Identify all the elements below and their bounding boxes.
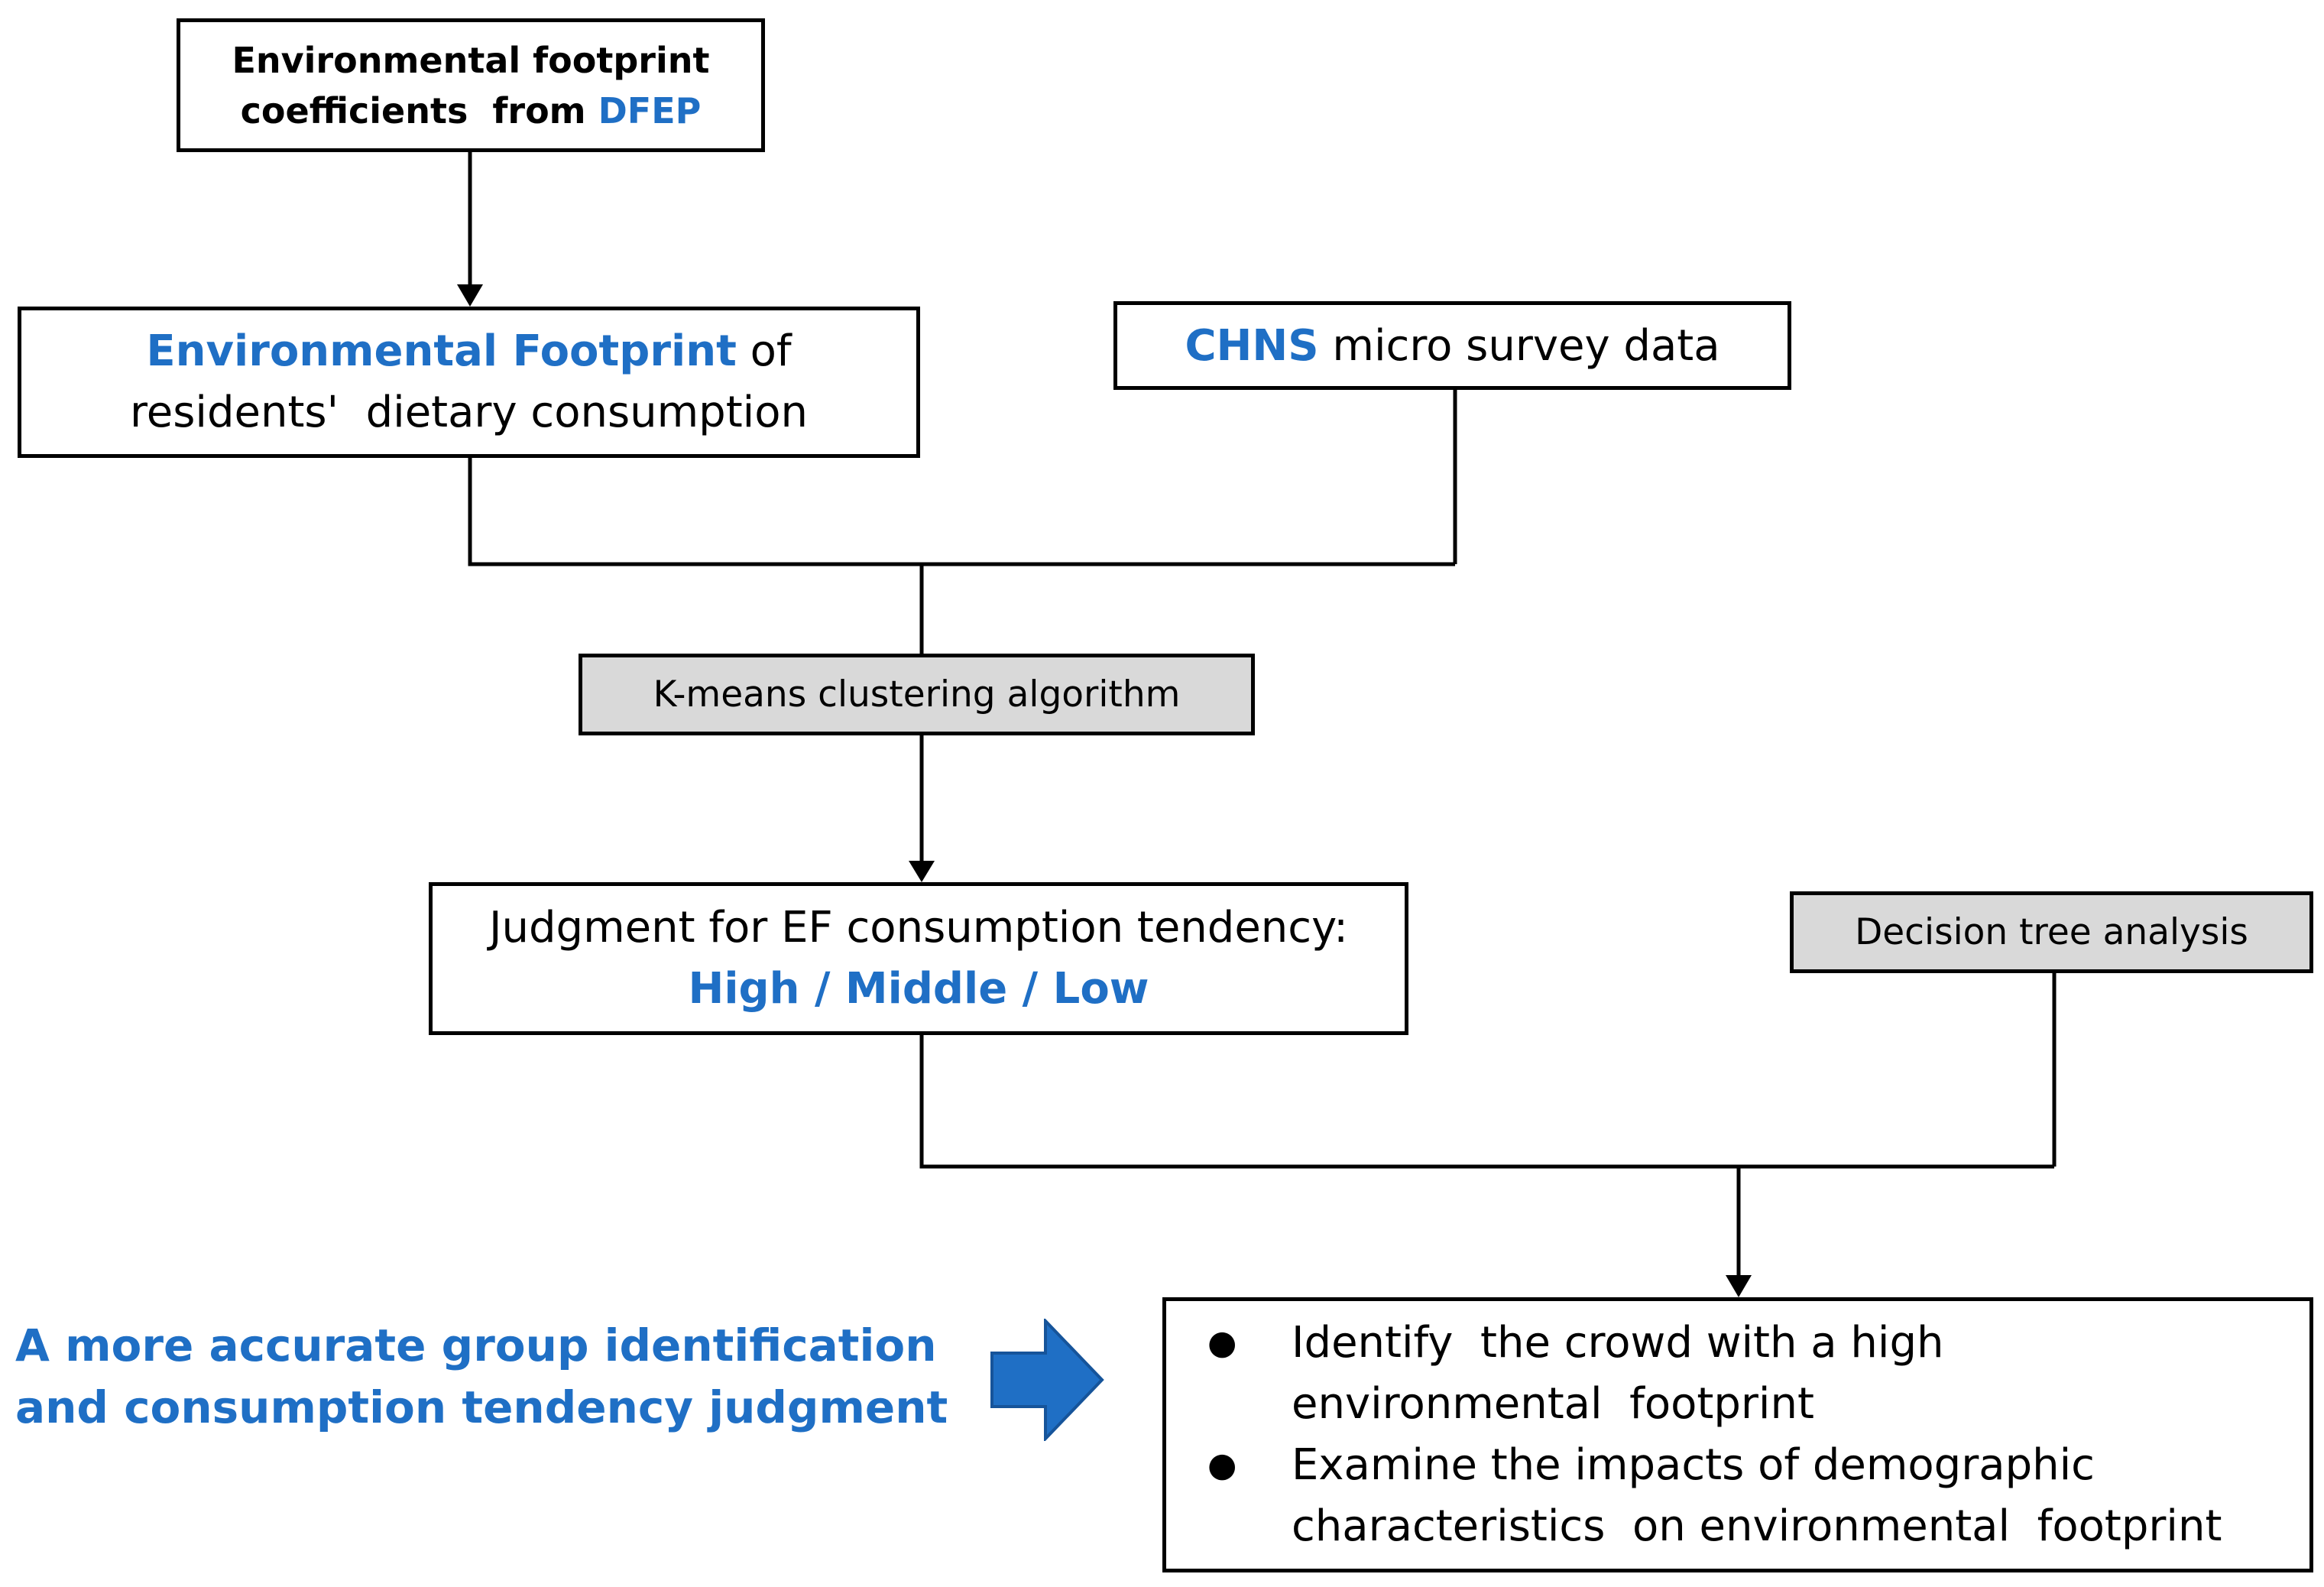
outcome-1-line1: Identify the crowd with a high [1292,1318,1944,1368]
judgment-line1: Judgment for EF consumption tendency: [488,903,1349,953]
node-chns-line: CHNS micro survey data [1185,321,1720,371]
conclusion-line2: and consumption tendency judgment [15,1381,948,1433]
conclusion-text: A more accurate group identification and… [15,1315,948,1439]
arrowhead-coefficients-to-footprint [457,284,483,307]
environmental-footprint-label: Environmental Footprint [146,326,737,376]
kmeans-label: K-means clustering algorithm [653,673,1181,716]
node-ef-coefficients-line2: coefficients from DFEP [241,86,702,136]
ef-coefficients-prefix: coefficients from [240,89,598,131]
dfep-label: DFEP [598,89,702,131]
chns-label: CHNS [1185,320,1319,371]
arrowhead-kmeans-to-judgment [909,861,935,882]
chns-suffix: micro survey data [1318,320,1720,371]
connector-judgment-branch [919,1035,2054,1169]
node-decision-tree: Decision tree analysis [1790,891,2313,973]
right-block-arrow-icon [990,1319,1104,1441]
environmental-footprint-suffix: of [736,326,792,376]
outcome-item: ● Examine the impacts of demographic cha… [1207,1435,2222,1557]
outcome-text: Identify the crowd with a high environme… [1292,1313,1944,1435]
node-kmeans: K-means clustering algorithm [579,654,1255,735]
node-environmental-footprint: Environmental Footprint of residents' di… [18,307,920,458]
bullet-icon: ● [1207,1446,1237,1485]
environmental-footprint-line2: residents' dietary consumption [130,388,808,437]
node-ef-coefficients: Environmental footprint coefficients fro… [177,18,765,152]
bullet-icon: ● [1207,1323,1237,1362]
decision-tree-label: Decision tree analysis [1855,911,2248,953]
node-environmental-footprint-line1: Environmental Footprint of [146,321,791,382]
arrowhead-merge-to-outcomes [1726,1275,1752,1297]
node-judgment: Judgment for EF consumption tendency: Hi… [429,882,1408,1035]
connector-footprint-branch [468,458,1455,566]
ef-coefficients-title: Environmental footprint [232,39,710,81]
judgment-levels: High / Middle / Low [688,964,1149,1014]
conclusion-line1: A more accurate group identification [15,1319,937,1371]
outcome-2-line2: characteristics on environmental footpri… [1292,1501,2222,1551]
outcome-2-line1: Examine the impacts of demographic [1292,1440,2095,1490]
node-outcomes: ● Identify the crowd with a high environ… [1162,1297,2313,1572]
outcome-text: Examine the impacts of demographic chara… [1292,1435,2222,1557]
node-ef-coefficients-line1: Environmental footprint [232,35,710,86]
outcome-1-line2: environmental footprint [1292,1379,1814,1429]
outcome-item: ● Identify the crowd with a high environ… [1207,1313,1944,1435]
node-chns-survey: CHNS micro survey data [1113,301,1791,390]
